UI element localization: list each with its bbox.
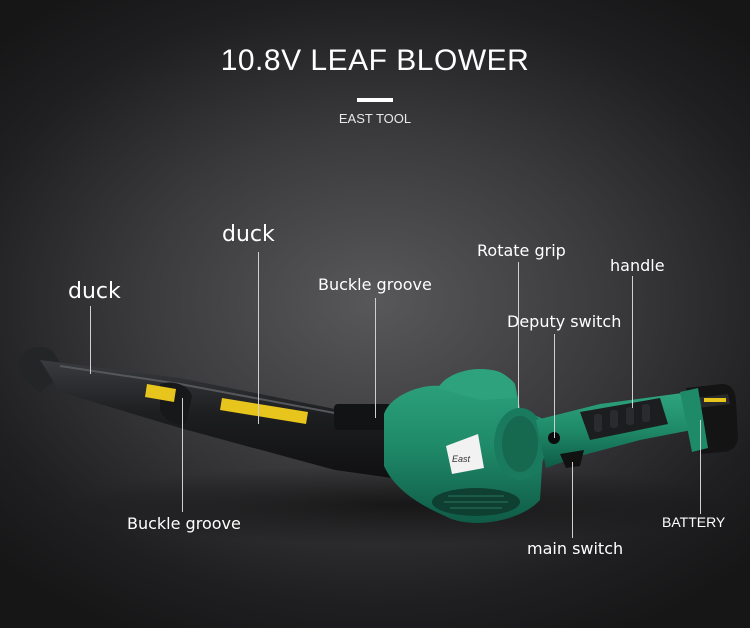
brand-badge xyxy=(446,434,484,474)
callout-duck-mid: duck xyxy=(222,222,275,247)
callout-buckle-groove-top: Buckle groove xyxy=(318,275,432,294)
battery-collar xyxy=(680,388,708,452)
callout-handle: handle xyxy=(610,256,665,275)
callout-duck-left: duck xyxy=(68,279,121,304)
blower-tube xyxy=(40,360,420,482)
callout-line-battery xyxy=(700,420,701,514)
callout-line-deputy-switch xyxy=(554,334,555,438)
callout-line-duck-left xyxy=(90,306,91,374)
callout-line-buckle-top xyxy=(375,298,376,418)
housing-cap xyxy=(438,368,516,400)
callout-deputy-switch: Deputy switch xyxy=(507,312,622,331)
callout-line-handle xyxy=(632,276,633,408)
tube-label-left xyxy=(145,384,176,402)
buckle-clamp xyxy=(334,404,392,430)
brand-badge-text: East xyxy=(452,454,471,464)
callout-main-switch: main switch xyxy=(527,539,624,558)
callout-line-buckle-bottom xyxy=(182,398,183,512)
callout-line-main-switch xyxy=(572,462,573,538)
callout-battery: BATTERY xyxy=(662,514,726,530)
brand-subtitle: EAST TOOL xyxy=(338,111,412,126)
callout-rotate-grip: Rotate grip xyxy=(477,241,566,260)
floor-shadow xyxy=(70,465,730,545)
tube-label-right xyxy=(220,398,308,424)
main-switch-trigger xyxy=(560,450,584,468)
page-title: 10.8V LEAF BLOWER xyxy=(220,44,530,77)
title-divider xyxy=(357,98,393,102)
callout-line-rotate-grip xyxy=(518,262,519,408)
callout-line-duck-mid xyxy=(258,252,259,424)
deputy-switch xyxy=(548,432,560,444)
callout-buckle-groove-bottom: Buckle groove xyxy=(127,514,241,533)
